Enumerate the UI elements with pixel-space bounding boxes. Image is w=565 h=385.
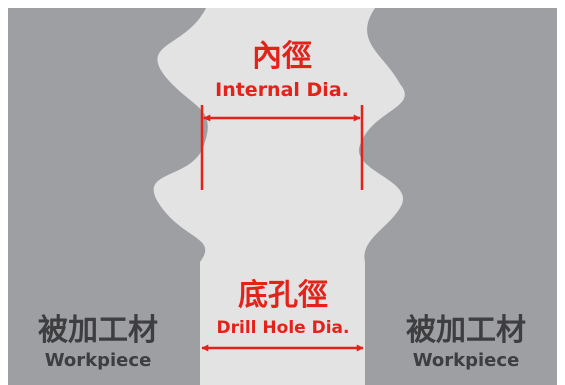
workpiece-right-zh-label: 被加工材 xyxy=(406,313,526,348)
workpiece-right-en-label: Workpiece xyxy=(413,350,520,371)
drill-hole-dia-zh-label: 底孔徑 xyxy=(238,278,328,313)
workpiece-left-zh-label: 被加工材 xyxy=(38,313,158,348)
workpiece-left-en-label: Workpiece xyxy=(45,350,152,371)
internal-dia-en-label: Internal Dia. xyxy=(215,79,349,101)
internal-dia-zh-label: 內徑 xyxy=(252,39,312,74)
drill-hole-dia-en-label: Drill Hole Dia. xyxy=(217,318,350,338)
threaded-hole xyxy=(153,8,405,385)
